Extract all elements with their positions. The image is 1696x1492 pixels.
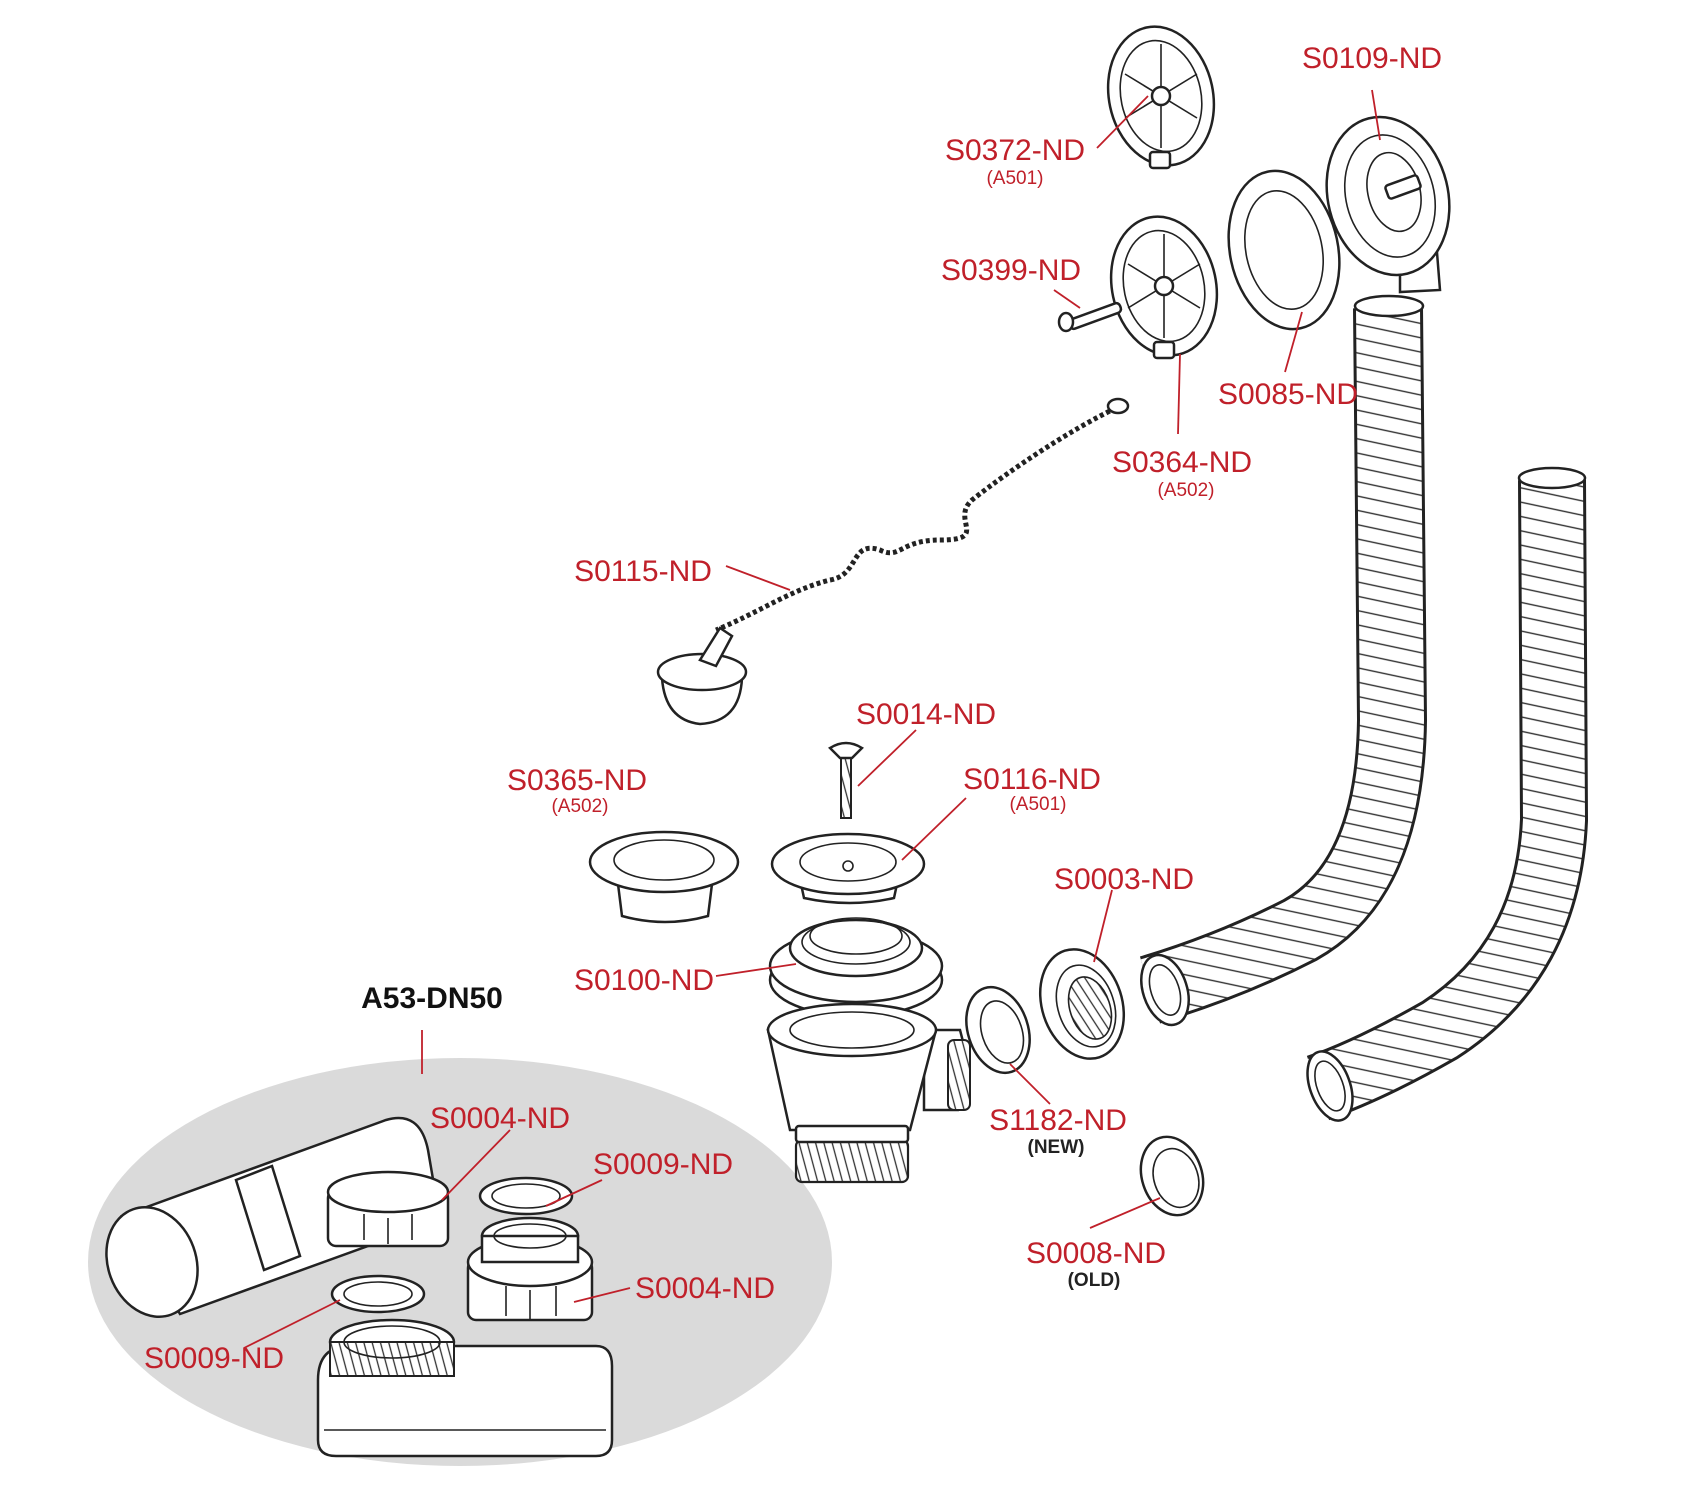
svg-text:(A501): (A501) bbox=[986, 168, 1043, 189]
svg-text:(OLD): (OLD) bbox=[1068, 1270, 1121, 1291]
label-inset-s0004-bottom: S0004-ND bbox=[635, 1272, 775, 1305]
label-s0003: S0003-ND bbox=[1054, 863, 1194, 896]
overflow-ring-drawing bbox=[1227, 169, 1341, 331]
svg-text:S0364-ND: S0364-ND bbox=[1112, 446, 1252, 479]
leader-lines bbox=[243, 89, 1381, 1349]
svg-text:S0004-ND: S0004-ND bbox=[430, 1102, 570, 1135]
svg-text:S0115-ND: S0115-ND bbox=[574, 555, 712, 588]
svg-text:S0399-ND: S0399-ND bbox=[941, 254, 1081, 287]
label-s0115: S0115-ND bbox=[574, 555, 712, 588]
waste-body-drawing bbox=[766, 1002, 971, 1184]
label-s0008: S0008-ND (OLD) bbox=[1026, 1237, 1166, 1291]
label-inset-s0004-top: S0004-ND bbox=[430, 1102, 570, 1135]
label-s0399: S0399-ND bbox=[941, 254, 1081, 287]
svg-text:S0100-ND: S0100-ND bbox=[574, 964, 714, 997]
svg-text:S1182-ND: S1182-ND bbox=[989, 1104, 1127, 1137]
svg-text:(A502): (A502) bbox=[551, 796, 608, 817]
svg-text:(A501): (A501) bbox=[1009, 794, 1066, 815]
overflow-grille-top-drawing bbox=[1106, 25, 1216, 170]
waste-flange-drawing bbox=[768, 917, 944, 1018]
waste-cap-right-drawing bbox=[770, 832, 926, 905]
svg-text:(A502): (A502) bbox=[1157, 480, 1214, 501]
waste-screw-drawing bbox=[828, 741, 864, 819]
svg-text:S0109-ND: S0109-ND bbox=[1302, 42, 1442, 75]
overflow-grille-bottom-drawing bbox=[1057, 215, 1219, 360]
label-s0372: S0372-ND (A501) bbox=[945, 134, 1085, 189]
chain-plug-drawing bbox=[656, 397, 1130, 726]
label-inset-s0009-bottom: S0009-ND bbox=[144, 1342, 284, 1375]
ring-new-drawing bbox=[965, 985, 1031, 1075]
label-s0085: S0085-ND bbox=[1218, 378, 1358, 411]
label-assembly: A53-DN50 bbox=[361, 982, 503, 1015]
svg-text:S0365-ND: S0365-ND bbox=[507, 764, 647, 797]
union-nut-drawing bbox=[1038, 948, 1126, 1060]
svg-text:(NEW): (NEW) bbox=[1028, 1137, 1085, 1158]
svg-text:A53-DN50: A53-DN50 bbox=[361, 982, 503, 1015]
svg-text:S0372-ND: S0372-ND bbox=[945, 134, 1085, 167]
label-s0100: S0100-ND bbox=[574, 964, 714, 997]
svg-text:S0014-ND: S0014-ND bbox=[856, 698, 996, 731]
svg-text:S0085-ND: S0085-ND bbox=[1218, 378, 1358, 411]
svg-text:S0003-ND: S0003-ND bbox=[1054, 863, 1194, 896]
extension-hose-drawing bbox=[1306, 466, 1589, 1122]
label-s1182: S1182-ND (NEW) bbox=[989, 1104, 1127, 1158]
label-s0364: S0364-ND (A502) bbox=[1112, 446, 1252, 501]
label-s0116: S0116-ND (A501) bbox=[963, 763, 1101, 815]
svg-text:S0116-ND: S0116-ND bbox=[963, 763, 1101, 796]
ring-old-drawing bbox=[1139, 1135, 1205, 1217]
svg-text:S0009-ND: S0009-ND bbox=[144, 1342, 284, 1375]
overflow-body-drawing bbox=[1325, 115, 1451, 294]
label-inset-s0009-top: S0009-ND bbox=[593, 1148, 733, 1181]
svg-text:S0009-ND: S0009-ND bbox=[593, 1148, 733, 1181]
svg-text:S0008-ND: S0008-ND bbox=[1026, 1237, 1166, 1270]
label-s0014: S0014-ND bbox=[856, 698, 996, 731]
waste-cap-left-drawing bbox=[588, 830, 740, 924]
overflow-hose-drawing bbox=[1139, 294, 1428, 1027]
svg-text:S0004-ND: S0004-ND bbox=[635, 1272, 775, 1305]
label-s0365: S0365-ND (A502) bbox=[507, 764, 647, 817]
label-s0109: S0109-ND bbox=[1302, 42, 1442, 75]
